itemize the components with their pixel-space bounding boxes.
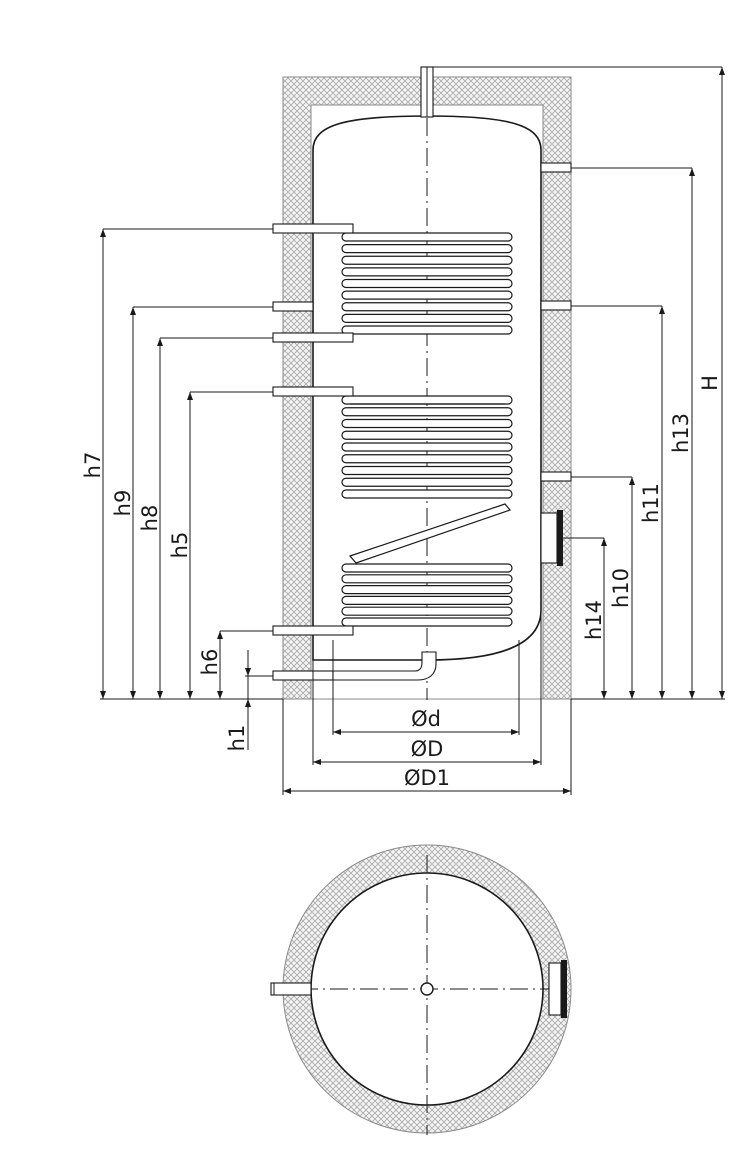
label-D1: ØD1 xyxy=(404,766,450,790)
side-elevation-view: h7 h9 h8 h5 h6 h1 H h13 h11 h10 h14 Ød Ø… xyxy=(81,66,725,795)
lower-coil-outlet-stub xyxy=(272,625,354,636)
coil-turn xyxy=(341,418,513,429)
coil-turn xyxy=(341,454,513,464)
coil-turn xyxy=(341,255,513,265)
coil-turn xyxy=(341,617,513,627)
coil-turn xyxy=(341,290,513,300)
circulation-stub-h11 xyxy=(540,300,572,311)
dim-line-h6-arrows xyxy=(217,631,223,699)
label-h7: h7 xyxy=(81,452,105,479)
cold-inlet-stub xyxy=(272,670,334,681)
label-h13: h13 xyxy=(669,413,693,453)
plan-top-outlet xyxy=(420,982,434,996)
label-h9: h9 xyxy=(111,490,135,517)
label-h8: h8 xyxy=(138,505,162,532)
plan-left-connection xyxy=(270,982,312,996)
vertical-dimension-lines xyxy=(100,67,725,750)
label-h11: h11 xyxy=(639,483,663,523)
lower-coil xyxy=(341,395,513,627)
coil-turn xyxy=(341,430,513,440)
label-h6: h6 xyxy=(198,649,222,676)
label-H: H xyxy=(698,375,722,391)
dimension-labels: h7 h9 h8 h5 h6 h1 H h13 h11 h10 h14 Ød Ø… xyxy=(81,375,722,790)
coil-turn xyxy=(341,302,513,312)
sensor-stub-h9 xyxy=(272,301,314,312)
coil-turn xyxy=(341,232,513,242)
coil-turn xyxy=(341,395,513,405)
right-connections xyxy=(540,162,572,566)
coil-turn xyxy=(341,313,513,323)
coil-turn xyxy=(341,442,513,452)
coil-turn xyxy=(341,278,513,289)
coil-turn xyxy=(341,465,513,476)
label-h10: h10 xyxy=(609,568,633,608)
top-outlet-pipe xyxy=(420,66,434,118)
coil-turn xyxy=(341,606,513,616)
coil-turn xyxy=(341,325,513,335)
upper-coil-inlet-stub xyxy=(272,223,354,234)
coil-turn xyxy=(341,563,513,573)
label-d-inner: Ød xyxy=(411,707,441,731)
sensor-stub-h10 xyxy=(540,471,572,482)
coil-turn xyxy=(341,244,513,254)
upper-coil-outlet-stub xyxy=(272,332,354,343)
hot-outlet-stub-h13 xyxy=(540,162,572,173)
coil-turn xyxy=(341,477,513,487)
coil-turn xyxy=(341,489,513,499)
dimension-leaders xyxy=(100,66,725,700)
coil-turn xyxy=(341,267,513,277)
lower-coil-riser-tube xyxy=(348,403,512,564)
plan-flange xyxy=(548,960,567,1018)
upper-coil xyxy=(341,232,513,335)
label-D: ØD xyxy=(411,737,444,761)
top-plan-view xyxy=(270,844,572,1135)
label-h5: h5 xyxy=(168,532,192,559)
label-h14: h14 xyxy=(582,600,606,640)
diameter-dimensions xyxy=(282,610,572,795)
flange-h14 xyxy=(540,510,563,566)
coil-turn xyxy=(341,584,513,595)
cold-inlet-tube xyxy=(332,640,437,690)
coil-turn xyxy=(341,574,513,584)
dim-line-h1-arrows xyxy=(245,668,251,707)
lower-coil-inlet-stub xyxy=(272,386,354,397)
coil-turn xyxy=(341,595,513,606)
label-h1: h1 xyxy=(225,725,249,752)
coil-turn xyxy=(341,407,513,417)
